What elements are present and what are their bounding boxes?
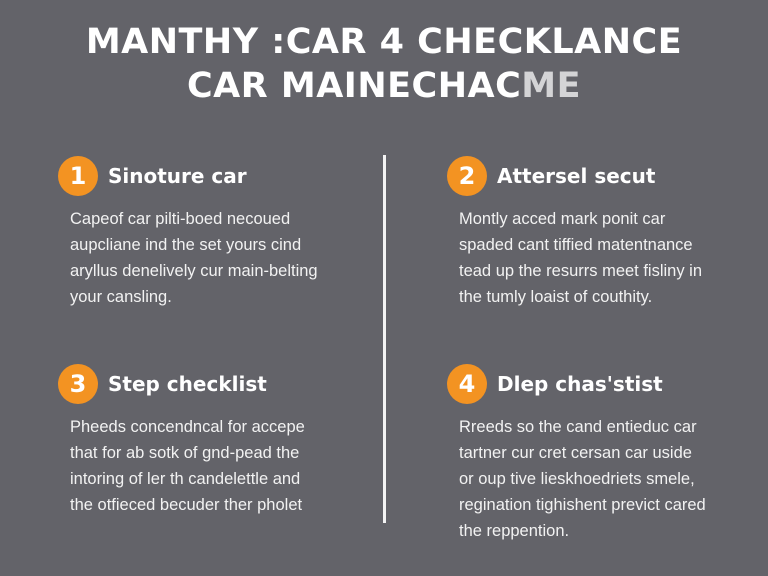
title-line-2-fade: ME bbox=[521, 66, 582, 106]
section-body: Pheeds concendncal for accepe that for a… bbox=[70, 414, 358, 518]
title-line-1: MANTHY :CAR 4 CHECKLANCE bbox=[85, 22, 683, 62]
body-line: Capeof car pilti-boed necoued bbox=[70, 210, 291, 228]
section-header: 2 Attersel secut bbox=[447, 156, 747, 196]
body-line: your cansling. bbox=[70, 288, 172, 306]
section-3: 3 Step checklist Pheeds concendncal for … bbox=[58, 364, 358, 518]
section-heading: Dlep chas'stist bbox=[497, 372, 663, 396]
body-line: the otfieced becuder ther pholet bbox=[70, 496, 303, 514]
section-header: 3 Step checklist bbox=[58, 364, 358, 404]
section-body: Rreeds so the cand entieduc car tartner … bbox=[459, 414, 747, 544]
step-number-badge: 2 bbox=[447, 156, 487, 196]
body-line: aryllus denelively cur main-belting bbox=[70, 262, 318, 280]
section-2: 2 Attersel secut Montly acced mark ponit… bbox=[447, 156, 747, 310]
body-line: the tumly loaist of couthity. bbox=[459, 288, 653, 306]
step-number-badge: 4 bbox=[447, 364, 487, 404]
section-body: Capeof car pilti-boed necoued aupcliane … bbox=[70, 206, 358, 310]
body-line: intoring of ler th candelettle and bbox=[70, 470, 301, 488]
step-number-badge: 3 bbox=[58, 364, 98, 404]
body-line: Montly acced mark ponit car bbox=[459, 210, 666, 228]
section-1: 1 Sinoture car Capeof car pilti-boed nec… bbox=[58, 156, 358, 310]
section-heading: Step checklist bbox=[108, 372, 267, 396]
section-header: 4 Dlep chas'stist bbox=[447, 364, 747, 404]
body-line: Pheeds concendncal for accepe bbox=[70, 418, 305, 436]
page-title: MANTHY :CAR 4 CHECKLANCE CAR MAINECHACME bbox=[0, 20, 768, 108]
body-line: tead up the resurrs meet fisliny in bbox=[459, 262, 703, 280]
vertical-divider bbox=[383, 155, 386, 523]
body-line: the reppention. bbox=[459, 522, 570, 540]
section-heading: Attersel secut bbox=[497, 164, 656, 188]
body-line: or oup tive lieskhoedriets smele, bbox=[459, 470, 695, 488]
body-line: regination tighishent previct cared bbox=[459, 496, 706, 514]
section-heading: Sinoture car bbox=[108, 164, 247, 188]
body-line: that for ab sotk of gnd-pead the bbox=[70, 444, 300, 462]
step-number-badge: 1 bbox=[58, 156, 98, 196]
title-line-2: CAR MAINECHACME bbox=[0, 64, 768, 108]
section-header: 1 Sinoture car bbox=[58, 156, 358, 196]
section-body: Montly acced mark ponit car spaded cant … bbox=[459, 206, 747, 310]
body-line: tartner cur cret cersan car uside bbox=[459, 444, 692, 462]
body-line: Rreeds so the cand entieduc car bbox=[459, 418, 697, 436]
section-4: 4 Dlep chas'stist Rreeds so the cand ent… bbox=[447, 364, 747, 544]
body-line: spaded cant tiffied matentnance bbox=[459, 236, 693, 254]
body-line: aupcliane ind the set yours cind bbox=[70, 236, 302, 254]
title-line-2-main: CAR MAINECHAC bbox=[186, 66, 522, 106]
